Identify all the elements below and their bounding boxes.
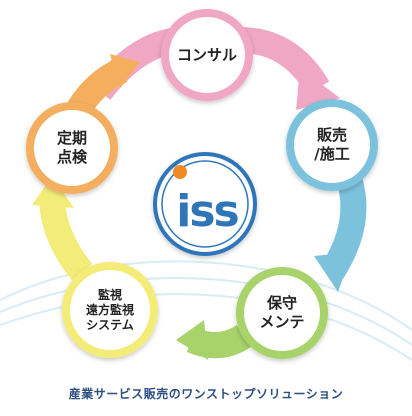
arrow-head-icon-2 — [314, 252, 352, 292]
node-label-line: システム — [86, 317, 134, 332]
node-label-inspection: 定期点検 — [34, 129, 110, 167]
node-circle-monitoring — [70, 270, 150, 350]
caption: 産業サービス販売のワンストップソリューション — [68, 387, 344, 401]
node-label-line: 販売 — [316, 126, 347, 145]
arrow-head-icon-3 — [176, 320, 208, 360]
node-label-line: 定期 — [56, 129, 87, 148]
logo-text: iss — [176, 186, 238, 237]
node-label-consult: コンサル — [169, 46, 245, 65]
node-circle-consult — [169, 17, 245, 93]
node-circle-sales — [294, 107, 370, 183]
background-swoosh — [0, 260, 412, 361]
node-circle-inspection — [34, 110, 110, 186]
node-label-line: 監視 — [97, 287, 122, 302]
node-label-line: 保守 — [266, 294, 297, 313]
cycle-nodes — [26, 9, 378, 359]
node-label-monitoring: 監視遠方監視システム — [70, 288, 150, 333]
logo-dot-icon — [173, 165, 187, 179]
node-label-line: /施工 — [314, 145, 350, 163]
node-circle-maintenance — [244, 275, 320, 351]
arrow-head-icon-4 — [32, 176, 74, 208]
node-label-line: メンテ — [259, 313, 305, 331]
node-label-line: 点検 — [56, 148, 87, 166]
node-label-line: コンサル — [176, 45, 237, 64]
node-label-maintenance: 保守メンテ — [244, 294, 320, 332]
iss-logo: iss — [153, 152, 257, 256]
node-label-line: 遠方監視 — [85, 302, 134, 317]
node-label-sales: 販売/施工 — [294, 126, 370, 164]
arrow-head-icon-5 — [110, 54, 140, 88]
